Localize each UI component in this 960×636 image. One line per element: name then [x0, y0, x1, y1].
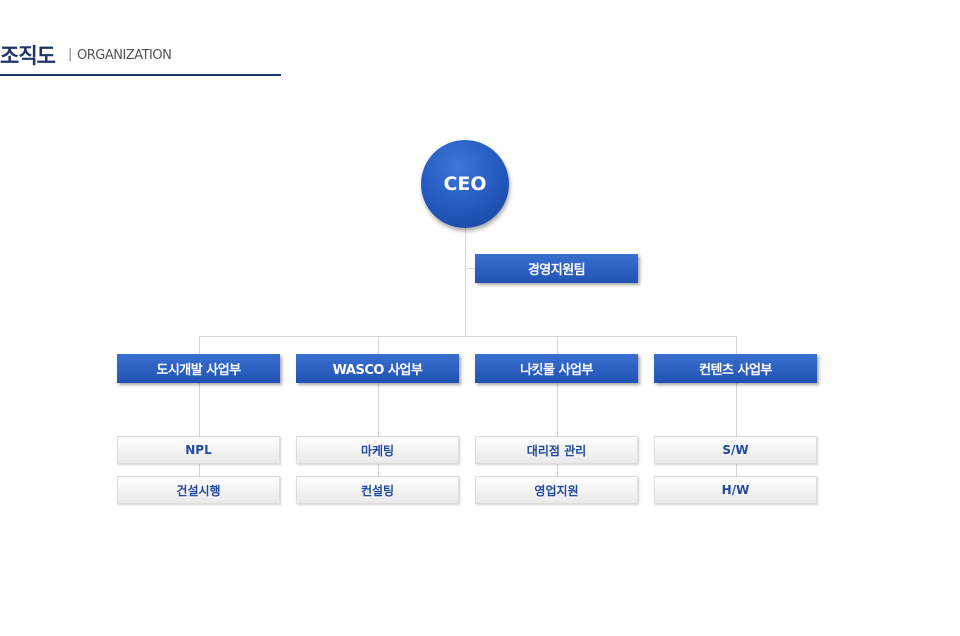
connector-division-3	[557, 336, 558, 354]
division-fishing: 나킷물 사업부	[475, 354, 638, 383]
unit-dealer-management: 대리점 관리	[475, 436, 638, 464]
ceo-node: CEO	[421, 140, 509, 228]
connector-division-1	[199, 336, 200, 354]
support-team-node: 경영지원팀	[475, 254, 638, 283]
connector-ceo-trunk	[465, 228, 466, 336]
connector-divisions-bar	[199, 336, 737, 337]
connector-division-4	[736, 336, 737, 354]
division-contents: 컨텐츠 사업부	[654, 354, 817, 383]
division-wasco: WASCO 사업부	[296, 354, 459, 383]
division-urban-development: 도시개발 사업부	[117, 354, 280, 383]
page-title: 조직도	[0, 44, 56, 68]
unit-marketing: 마케팅	[296, 436, 459, 464]
unit-hardware: H/W	[654, 476, 817, 504]
connector-division-2	[378, 336, 379, 354]
page-header: 조직도 | ORGANIZATION	[0, 38, 281, 76]
unit-construction: 건설시행	[117, 476, 280, 504]
unit-npl: NPL	[117, 436, 280, 464]
page-subtitle: ORGANIZATION	[77, 48, 172, 63]
title-separator: |	[68, 47, 73, 62]
unit-sales-support: 영업지원	[475, 476, 638, 504]
unit-consulting: 컨설팅	[296, 476, 459, 504]
connector-support-branch	[465, 268, 475, 269]
unit-software: S/W	[654, 436, 817, 464]
